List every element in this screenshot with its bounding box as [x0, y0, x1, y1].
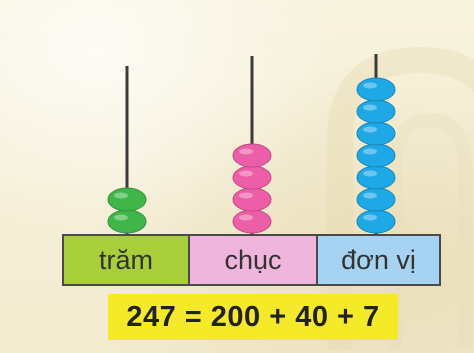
bead-highlight [363, 170, 377, 177]
bead-chuc [232, 209, 272, 234]
bead-highlight [239, 192, 253, 199]
bead-donvi [356, 99, 396, 124]
bead-highlight [239, 148, 253, 155]
label-don-vi: đơn vị [318, 236, 439, 284]
bead-highlight [363, 126, 377, 133]
bead-highlight [114, 192, 128, 199]
bead-highlight [363, 82, 377, 89]
bead-highlight [363, 148, 377, 155]
bead-donvi [356, 77, 396, 102]
bead-highlight [114, 214, 128, 221]
bead-highlight [363, 214, 377, 221]
label-chuc: chục [190, 236, 318, 284]
abacus-beads [107, 77, 396, 234]
bead-highlight [239, 214, 253, 221]
bead-donvi [356, 121, 396, 146]
bead-donvi [356, 187, 396, 212]
label-tram: trăm [64, 236, 190, 284]
bead-highlight [363, 104, 377, 111]
bead-chuc [232, 165, 272, 190]
bead-chuc [232, 143, 272, 168]
bead-donvi [356, 165, 396, 190]
bead-chuc [232, 187, 272, 212]
bead-highlight [239, 170, 253, 177]
bead-highlight [363, 192, 377, 199]
equation: 247 = 200 + 40 + 7 [108, 294, 398, 340]
bead-donvi [356, 143, 396, 168]
place-value-labels: trăm chục đơn vị [62, 234, 441, 286]
bead-tram [107, 209, 147, 234]
bead-tram [107, 187, 147, 212]
watermark-decoration [327, 46, 474, 350]
bead-donvi [356, 209, 396, 234]
